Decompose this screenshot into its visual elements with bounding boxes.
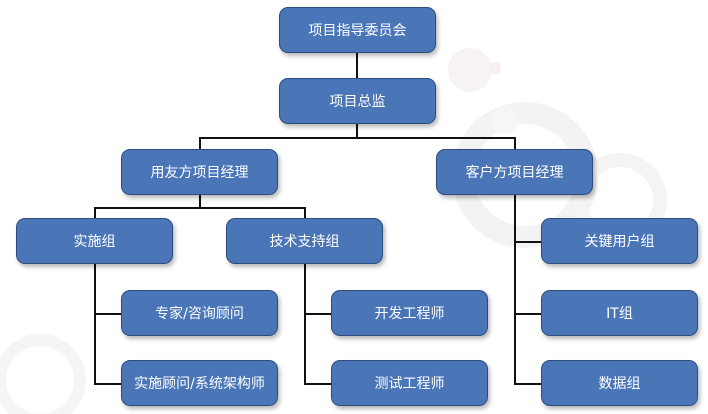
connector-pm-bar: [199, 137, 516, 139]
node-it-group: IT组: [541, 290, 698, 336]
node-impl-group: 实施组: [16, 218, 173, 264]
connector-tester: [304, 383, 332, 385]
connector-tech-group: [304, 207, 306, 218]
node-data-group: 数据组: [541, 360, 698, 406]
connector-it: [514, 313, 542, 315]
connector-data: [514, 383, 542, 385]
connector-impl-consultant: [94, 383, 122, 385]
node-tester: 测试工程师: [331, 360, 488, 406]
connector-director-split: [356, 124, 358, 138]
node-key-user-group: 关键用户组: [541, 218, 698, 264]
connector-impl-group: [94, 207, 96, 218]
connector-client-pm: [514, 137, 516, 149]
connector-key-user: [514, 241, 542, 243]
connector-tech-trunk: [304, 264, 306, 385]
connector-root-director: [356, 52, 358, 78]
connector-expert: [94, 313, 122, 315]
node-project-director: 项目总监: [279, 78, 436, 124]
node-impl-consultant: 实施顾问/系统架构师: [121, 360, 278, 406]
connector-vendor-pm: [199, 137, 201, 149]
node-vendor-pm: 用友方项目经理: [121, 149, 278, 195]
connector-impl-trunk: [94, 264, 96, 385]
node-tech-support-group: 技术支持组: [226, 218, 383, 264]
connector-groups-bar: [94, 207, 306, 209]
node-steering-committee: 项目指导委员会: [279, 7, 436, 53]
node-client-pm: 客户方项目经理: [436, 149, 593, 195]
node-developer: 开发工程师: [331, 290, 488, 336]
node-expert-consultant: 专家/咨询顾问: [121, 290, 278, 336]
connector-client-trunk: [514, 194, 516, 385]
connector-vendor-down: [199, 194, 201, 208]
connector-developer: [304, 313, 332, 315]
